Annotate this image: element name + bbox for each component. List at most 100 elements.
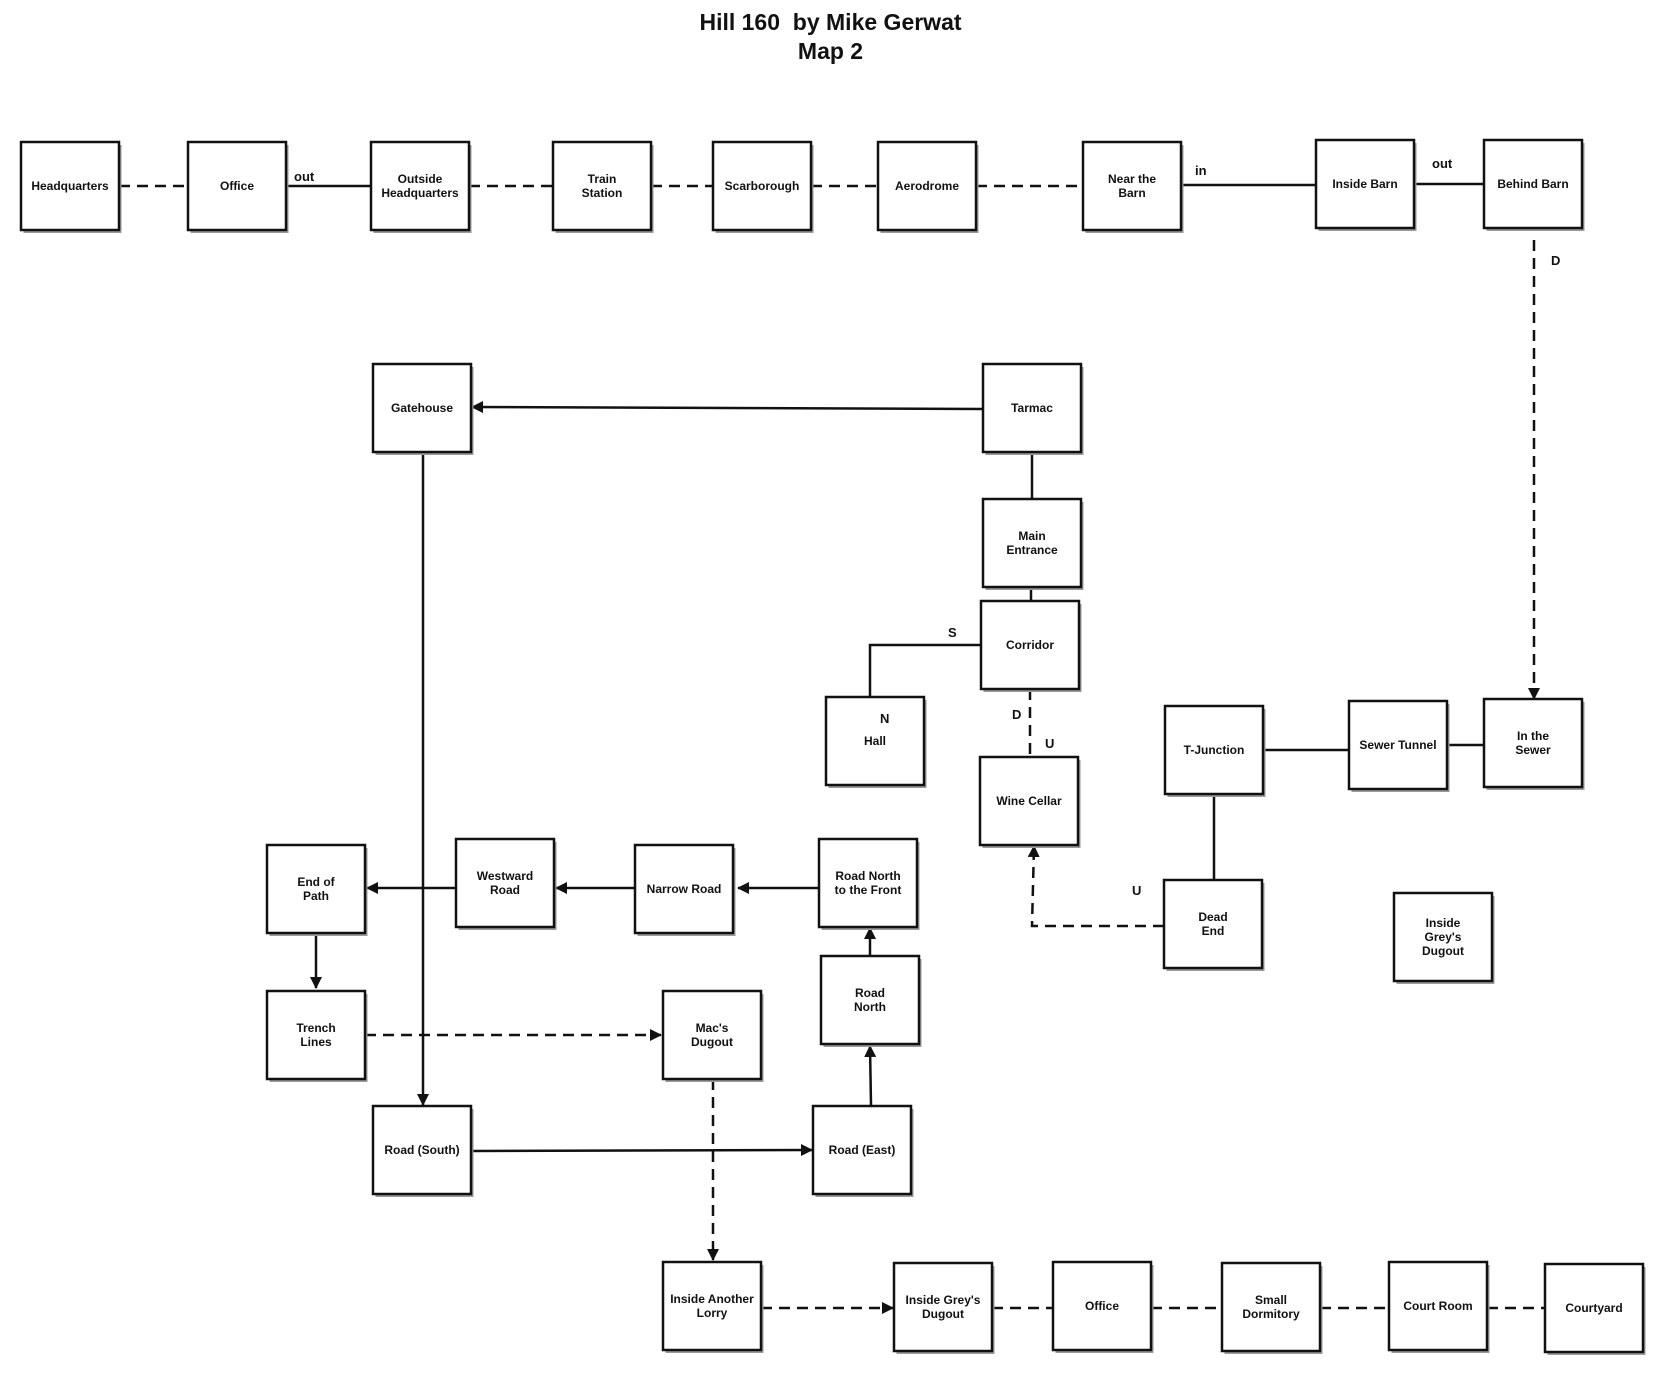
room-box — [876, 140, 978, 232]
room-box — [661, 1260, 763, 1352]
room-box — [371, 1104, 473, 1196]
room-label: Road — [490, 883, 520, 897]
room-label: Headquarters — [381, 186, 459, 200]
room-office-bottom: Office — [1051, 1260, 1154, 1353]
room-label: Trench — [296, 1021, 335, 1035]
room-box — [265, 843, 367, 935]
room-label: T-Junction — [1184, 743, 1245, 757]
room-box — [369, 140, 471, 232]
room-box — [1314, 138, 1416, 230]
title-line-1: Hill 160 by Mike Gerwat — [699, 9, 962, 35]
room-label: Station — [582, 186, 623, 200]
edges-layer — [119, 182, 1545, 1314]
room-box — [1482, 138, 1584, 230]
room-label: Dugout — [1422, 944, 1464, 958]
edge-road-east-road-north — [864, 1045, 877, 1106]
room-box — [633, 843, 735, 935]
room-box — [1081, 140, 1183, 232]
room-label: Aerodrome — [895, 179, 959, 193]
room-box — [371, 362, 473, 454]
room-box — [1543, 1262, 1645, 1354]
room-box — [1387, 1260, 1489, 1352]
room-label: Dormitory — [1242, 1307, 1300, 1321]
room-label: Office — [220, 179, 254, 193]
room-label: Near the — [1108, 172, 1156, 186]
room-label: End of — [297, 875, 335, 889]
room-box — [824, 695, 926, 787]
room-box — [817, 837, 919, 929]
room-label: Road North — [835, 869, 900, 883]
room-box — [265, 989, 367, 1081]
room-box — [1051, 1260, 1153, 1352]
room-behind-barn: Behind Barn — [1482, 138, 1585, 231]
room-box — [186, 140, 288, 232]
room-road-south: Road (South) — [371, 1104, 474, 1197]
room-box — [1347, 699, 1449, 791]
room-label: In the — [1517, 729, 1549, 743]
room-label: Road — [855, 986, 885, 1000]
room-courtyard: Courtyard — [1543, 1262, 1646, 1355]
room-label: Grey's — [1425, 930, 1462, 944]
room-box — [981, 362, 1083, 454]
room-narrow-road: Narrow Road — [633, 843, 736, 936]
room-label: Train — [588, 172, 617, 186]
room-label: Tarmac — [1011, 401, 1053, 415]
label-s-corridor: S — [948, 625, 957, 640]
room-corridor: Corridor — [979, 599, 1082, 692]
room-aerodrome: Aerodrome — [876, 140, 979, 233]
room-label: End — [1202, 924, 1225, 938]
room-box — [811, 1104, 913, 1196]
edge-dead-end-wine-cellar — [1027, 845, 1164, 928]
room-label: Main — [1018, 529, 1045, 543]
room-wine-cellar: Wine Cellar — [978, 755, 1081, 848]
room-label: Dugout — [691, 1035, 733, 1049]
edge-tarmac-gatehouse — [471, 401, 984, 414]
room-label: Scarborough — [725, 179, 800, 193]
room-box — [819, 954, 921, 1046]
title-line-2: Map 2 — [797, 38, 864, 64]
room-headquarters: Headquarters — [19, 140, 122, 233]
label-u-dead-end: U — [1132, 883, 1141, 898]
room-label: Courtyard — [1565, 1301, 1622, 1315]
room-gatehouse: Gatehouse — [371, 362, 474, 455]
room-box — [1482, 697, 1584, 789]
room-box — [1220, 1261, 1322, 1353]
room-label: Sewer Tunnel — [1359, 738, 1436, 752]
label-d-behind-barn: D — [1551, 253, 1560, 268]
room-sewer-tunnel: Sewer Tunnel — [1347, 699, 1450, 792]
room-scarborough: Scarborough — [711, 140, 814, 233]
room-road-east: Road (East) — [811, 1104, 914, 1197]
label-out-office: out — [294, 169, 315, 184]
room-label: Path — [303, 889, 329, 903]
edge-corridor-hall — [868, 643, 981, 697]
room-label: Corridor — [1006, 638, 1054, 652]
room-label: Dugout — [922, 1307, 964, 1321]
room-label: Dead — [1198, 910, 1227, 924]
room-box — [661, 989, 763, 1081]
room-label: Sewer — [1515, 743, 1551, 757]
room-label: Barn — [1118, 186, 1145, 200]
room-label: Inside Grey's — [906, 1293, 981, 1307]
room-label: Entrance — [1006, 543, 1058, 557]
room-label: Lorry — [697, 1306, 728, 1320]
room-label: Inside Another — [670, 1292, 754, 1306]
room-label: Court Room — [1403, 1299, 1472, 1313]
room-tarmac: Tarmac — [981, 362, 1084, 455]
